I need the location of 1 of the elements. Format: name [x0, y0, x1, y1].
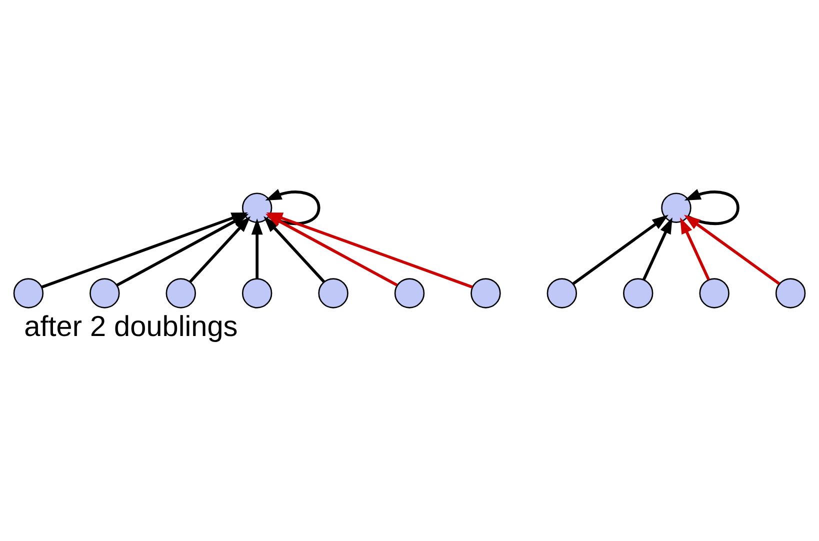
caption: after 2 doublings — [24, 311, 238, 344]
